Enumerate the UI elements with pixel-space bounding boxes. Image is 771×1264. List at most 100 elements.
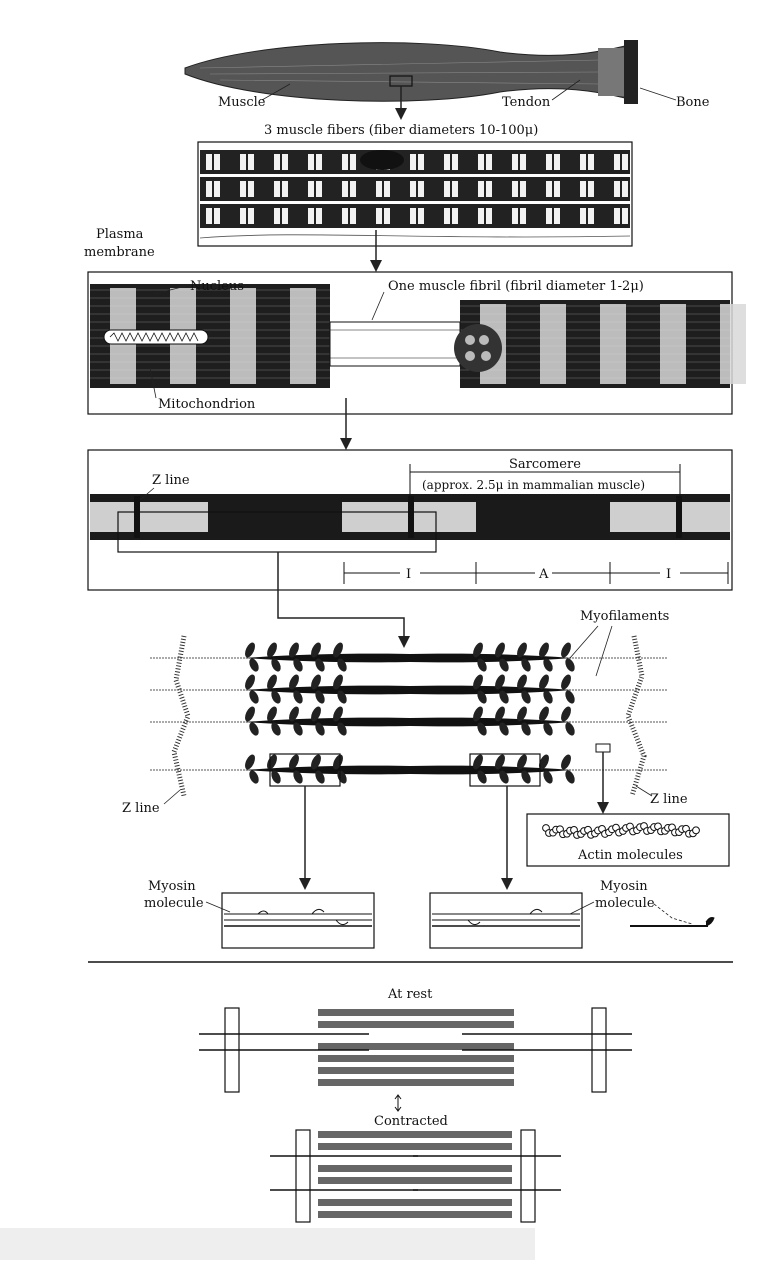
- single-fibril: [329, 321, 461, 367]
- myosin-head: [473, 642, 483, 658]
- bone: [624, 40, 638, 104]
- fibers-caption: 3 muscle fibers (fiber diameters 10-100μ…: [264, 123, 538, 138]
- fibril-bands: [90, 288, 746, 384]
- myosin-head: [249, 722, 259, 736]
- fibril-light-band: [600, 304, 626, 384]
- myosin-head: [495, 754, 505, 770]
- myosin-thick-filament: [244, 685, 572, 695]
- z-line-3: [676, 496, 682, 538]
- actin-label: Actin molecules: [577, 848, 683, 863]
- sarcomere-title: Sarcomere: [509, 457, 581, 472]
- i-band-left: [90, 502, 208, 532]
- fibril-cross-section: [454, 324, 502, 372]
- fibril-light-band: [660, 304, 686, 384]
- myosin-head: [271, 658, 281, 672]
- myosin-insets: Myosin molecule Myosin molecule: [144, 879, 715, 949]
- myosin-head: [565, 658, 575, 672]
- myosin-head: [543, 690, 553, 704]
- myosin-head: [249, 658, 259, 672]
- myosin-head: [245, 642, 255, 658]
- plasma-membrane-label-1: Plasma: [96, 227, 144, 242]
- fiber-z-line: [314, 181, 316, 197]
- i-band-right: [610, 502, 730, 532]
- thick-filament: [318, 1067, 514, 1074]
- myosin-head: [499, 690, 509, 704]
- myosin-detail-box-right: [469, 753, 541, 787]
- i-band-label-left: I: [406, 567, 411, 582]
- fiber-z-line: [450, 154, 452, 170]
- actin-detail-box: [595, 743, 611, 753]
- myosin-head: [561, 642, 571, 658]
- muscle-fibers-panel: 3 muscle fibers (fiber diameters 10-100μ…: [197, 123, 633, 272]
- z-line-2: [408, 496, 414, 538]
- myosin-head: [337, 690, 347, 704]
- z-disc: [295, 1129, 311, 1223]
- fiber-z-line: [212, 208, 214, 224]
- fiber-z-line: [620, 181, 622, 197]
- thick-filament: [318, 1143, 512, 1150]
- thick-filament: [318, 1021, 514, 1028]
- myosin-thick-filament: [244, 765, 572, 775]
- actin-inset: Actin molecules: [526, 813, 730, 867]
- fiber-z-line: [212, 154, 214, 170]
- myosin-head: [271, 722, 281, 736]
- contracted-label: Contracted: [374, 1114, 448, 1129]
- z-disc-left: [171, 635, 191, 797]
- thick-filament: [318, 1009, 514, 1016]
- myofilaments-label: Myofilaments: [580, 609, 669, 624]
- myosin-head: [517, 642, 527, 658]
- myosin-head: [477, 722, 487, 736]
- myosin-head: [333, 642, 343, 658]
- myosin-head: [311, 754, 321, 770]
- fiber-z-line: [450, 208, 452, 224]
- myosin-head: [521, 690, 531, 704]
- myosin-head: [539, 754, 549, 770]
- myosin-head: [495, 706, 505, 722]
- bone-label: Bone: [676, 95, 710, 110]
- myosin-head: [521, 658, 531, 672]
- myosin-head: [561, 754, 571, 770]
- myosin-head: [315, 658, 325, 672]
- myosin-head: [477, 690, 487, 704]
- z-line-label-left: Z line: [122, 801, 160, 816]
- fiber-z-line: [246, 181, 248, 197]
- myosin-head: [539, 674, 549, 690]
- myosin-head: [543, 658, 553, 672]
- myosin-label-left-2: molecule: [144, 896, 204, 911]
- myosin-head: [517, 754, 527, 770]
- fiber-z-line: [280, 208, 282, 224]
- myosin-head: [245, 706, 255, 722]
- myosin-head: [473, 674, 483, 690]
- fiber-z-line: [552, 181, 554, 197]
- myosin-head: [517, 674, 527, 690]
- z-line-label: Z line: [152, 473, 190, 488]
- filament-array: [150, 642, 668, 784]
- thick-filament: [318, 1131, 512, 1138]
- myosin-head: [245, 754, 255, 770]
- a-band-label: A: [538, 567, 549, 582]
- myosin-label-right-1: Myosin: [600, 879, 648, 894]
- fiber-z-line: [620, 154, 622, 170]
- myosin-head: [293, 658, 303, 672]
- fiber-z-line: [484, 154, 486, 170]
- myosin-head: [521, 770, 531, 784]
- myosin-head: [337, 722, 347, 736]
- myosin-head: [315, 690, 325, 704]
- fiber-z-line: [586, 181, 588, 197]
- fiber-z-line: [416, 181, 418, 197]
- myosin-head: [539, 706, 549, 722]
- tendon: [598, 48, 626, 96]
- myosin-head: [249, 690, 259, 704]
- muscle-label: Muscle: [218, 95, 266, 110]
- myosin-head: [315, 722, 325, 736]
- fibril-caption: One muscle fibril (fibril diameter 1-2μ): [388, 279, 644, 294]
- fiber-z-line: [212, 181, 214, 197]
- myosin-head: [333, 674, 343, 690]
- myosin-head: [499, 770, 509, 784]
- myosin-head: [311, 674, 321, 690]
- myosin-head: [333, 706, 343, 722]
- myofilaments-panel: Myofilaments Z line Z line: [122, 609, 688, 890]
- myosin-head: [499, 722, 509, 736]
- sliding-filament-panel: At rest Contracted: [199, 987, 632, 1223]
